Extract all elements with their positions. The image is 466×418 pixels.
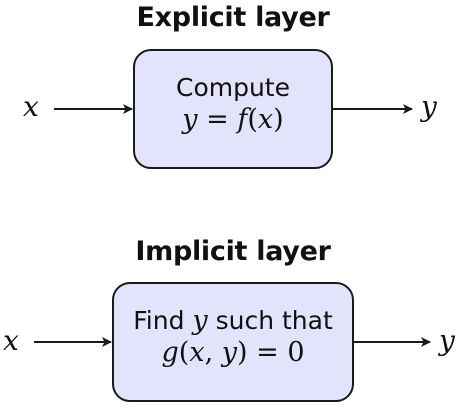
implicit-box-label: Find y such that (133, 305, 333, 336)
implicit-box-equation: g(x, y) = 0 (161, 337, 305, 368)
implicit-input-x: x (3, 324, 19, 357)
explicit-input-x: x (23, 90, 39, 123)
explicit-layer-title: Explicit layer (136, 2, 330, 33)
explicit-output-y: y (421, 90, 437, 123)
implicit-layer-box: Find y such that g(x, y) = 0 (112, 282, 354, 402)
implicit-layer-title: Implicit layer (135, 236, 331, 267)
explicit-box-equation: y = f(x) (182, 104, 284, 135)
explicit-layer-box: Compute y = f(x) (133, 49, 333, 169)
implicit-output-y: y (439, 324, 455, 357)
explicit-box-label: Compute (175, 73, 290, 102)
